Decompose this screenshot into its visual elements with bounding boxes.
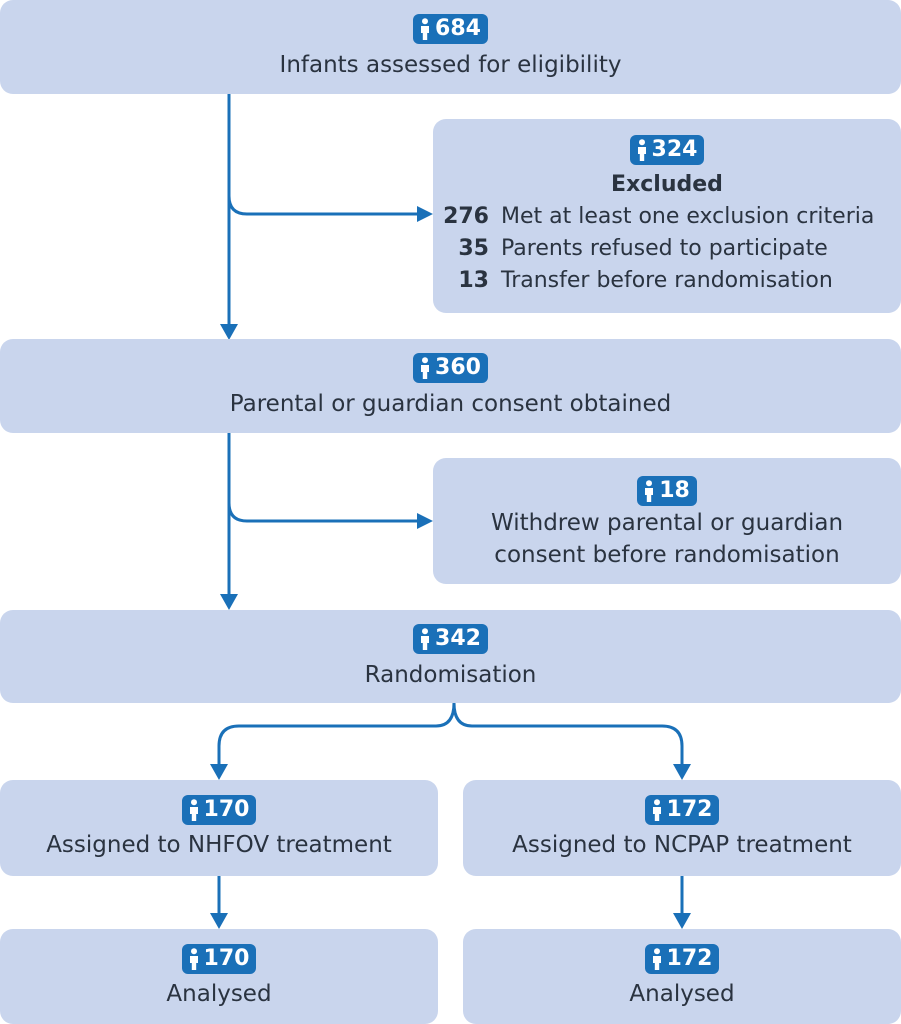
withdrew-label-line1: Withdrew parental or guardian — [490, 510, 844, 536]
count-badge: 18 — [637, 476, 697, 506]
ncpap-assigned-label: Assigned to NCPAP treatment — [512, 832, 852, 858]
excluded-box: 324 Excluded 276 Met at least one exclus… — [433, 119, 901, 313]
arrowhead-ncpap — [673, 764, 691, 780]
arrowhead-nhfov — [210, 764, 228, 780]
nhfov-assigned-box: 170 Assigned to NHFOV treatment — [0, 780, 438, 876]
arrowhead-excluded — [417, 206, 433, 222]
withdrew-count: 18 — [659, 478, 690, 503]
arrow-split-right — [452, 702, 684, 766]
reason-count: 35 — [458, 236, 489, 261]
ncpap-analysed-count: 172 — [666, 946, 713, 971]
count-badge: 324 — [629, 135, 705, 165]
list-item: 13 Transfer before randomisation — [433, 265, 901, 297]
excluded-title: Excluded — [611, 172, 723, 197]
ncpap-analysed-box: 172 Analysed — [463, 929, 901, 1024]
person-icon — [636, 139, 648, 161]
reason-text: Transfer before randomisation — [501, 268, 833, 293]
nhfov-analysed-label: Analysed — [166, 981, 272, 1007]
randomisation-label: Randomisation — [364, 662, 537, 688]
withdrew-label-line2: consent before randomisation — [494, 542, 840, 568]
consent-box: 360 Parental or guardian consent obtaine… — [0, 339, 901, 433]
reason-count: 276 — [443, 204, 489, 229]
arrowhead-randomisation — [220, 594, 238, 610]
person-icon — [188, 799, 200, 821]
count-badge: 172 — [644, 944, 720, 974]
reason-text: Met at least one exclusion criteria — [501, 204, 875, 229]
count-badge: 172 — [644, 795, 720, 825]
nhfov-assigned-label: Assigned to NHFOV treatment — [46, 832, 392, 858]
person-icon — [651, 799, 663, 821]
randomisation-box: 342 Randomisation — [0, 610, 901, 703]
person-icon — [419, 357, 431, 379]
assessed-count: 684 — [435, 16, 481, 41]
count-badge: 342 — [413, 624, 488, 654]
nhfov-analysed-box: 170 Analysed — [0, 929, 438, 1024]
consent-count: 360 — [435, 355, 481, 380]
person-icon — [643, 480, 655, 502]
ncpap-analysed-label: Analysed — [629, 981, 735, 1007]
assessed-box: 684 Infants assessed for eligibility — [0, 0, 901, 94]
person-icon — [651, 948, 663, 970]
excluded-reasons: 276 Met at least one exclusion criteria … — [433, 201, 901, 297]
withdrew-box: 18 Withdrew parental or guardian consent… — [433, 458, 901, 584]
nhfov-analysed-count: 170 — [203, 946, 250, 971]
list-item: 35 Parents refused to participate — [433, 233, 901, 265]
consent-label: Parental or guardian consent obtained — [229, 391, 672, 417]
arrow-split-brace — [217, 702, 456, 766]
reason-count: 13 — [458, 268, 489, 293]
list-item: 276 Met at least one exclusion criteria — [433, 201, 901, 233]
person-icon — [188, 948, 200, 970]
ncpap-assigned-count: 172 — [666, 797, 713, 822]
person-icon — [419, 628, 431, 650]
arrow-to-excluded — [227, 195, 418, 216]
randomisation-count: 342 — [435, 626, 481, 651]
assessed-label: Infants assessed for eligibility — [279, 52, 622, 78]
excluded-count: 324 — [651, 137, 698, 162]
reason-text: Parents refused to participate — [501, 236, 828, 261]
arrow-to-withdrew — [227, 502, 418, 523]
count-badge: 170 — [181, 795, 257, 825]
arrowhead-withdrew — [417, 513, 433, 529]
arrowhead-nhfov-analysed — [210, 913, 228, 929]
count-badge: 170 — [181, 944, 257, 974]
ncpap-assigned-box: 172 Assigned to NCPAP treatment — [463, 780, 901, 876]
arrowhead-consent — [220, 324, 238, 340]
person-icon — [419, 18, 431, 40]
count-badge: 684 — [413, 14, 488, 44]
arrowhead-ncpap-analysed — [673, 913, 691, 929]
nhfov-assigned-count: 170 — [203, 797, 250, 822]
count-badge: 360 — [413, 353, 488, 383]
